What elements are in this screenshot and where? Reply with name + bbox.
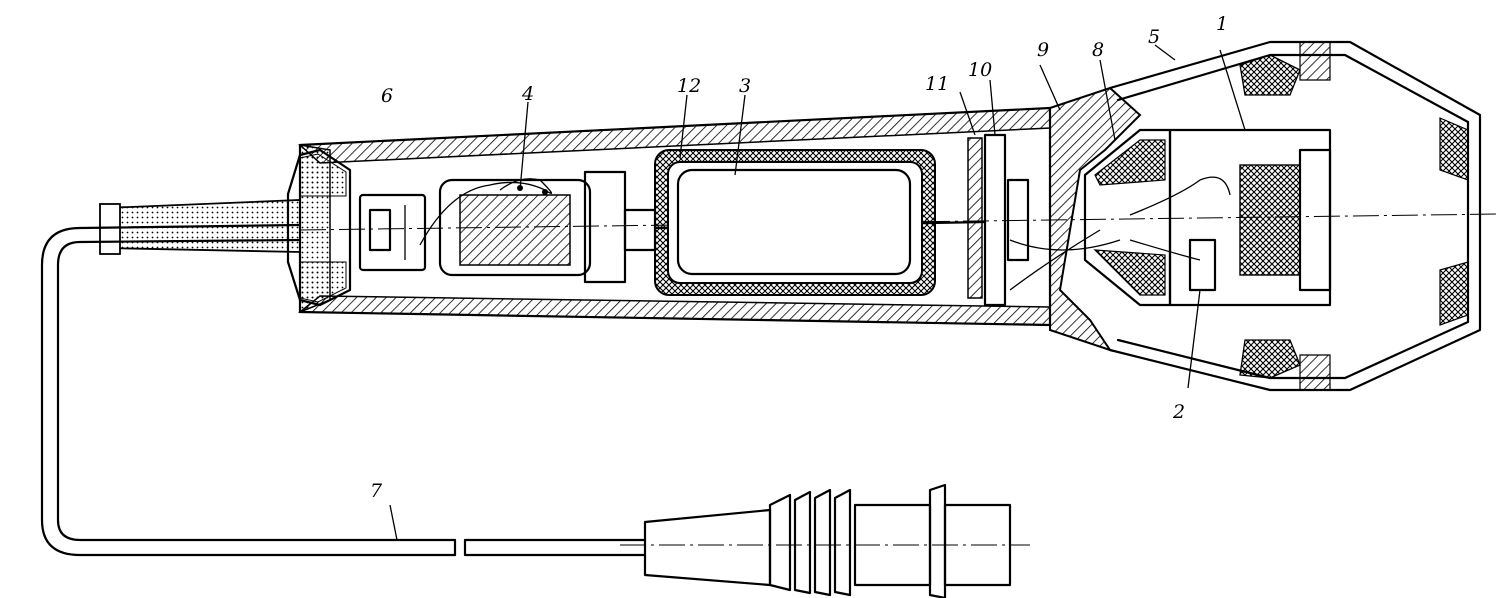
terminal-block	[358, 193, 427, 272]
battery	[676, 168, 912, 276]
label-5: 5	[1148, 26, 1160, 48]
lamp-unit	[1129, 128, 1332, 307]
label-2: 2	[1172, 401, 1185, 423]
label-3: 3	[739, 75, 751, 97]
label-7: 7	[370, 480, 383, 502]
label-11: 11	[925, 73, 949, 95]
reflector-housing	[1108, 40, 1482, 392]
cable	[40, 223, 647, 557]
label-1: 1	[1216, 13, 1228, 35]
wiring	[1009, 229, 1121, 291]
cable-plug	[620, 483, 1030, 598]
label-12: 12	[677, 75, 701, 97]
battery-compartment	[654, 149, 936, 296]
label-4: 4	[521, 83, 534, 105]
transformer-coil	[419, 170, 627, 284]
head-holder	[1049, 86, 1142, 352]
label-10: 10	[968, 59, 992, 81]
label-9: 9	[1037, 39, 1049, 61]
leader-lines	[389, 44, 1246, 541]
label-8: 8	[1092, 39, 1104, 61]
contact-plate	[967, 133, 1030, 307]
label-6: 6	[381, 85, 393, 107]
